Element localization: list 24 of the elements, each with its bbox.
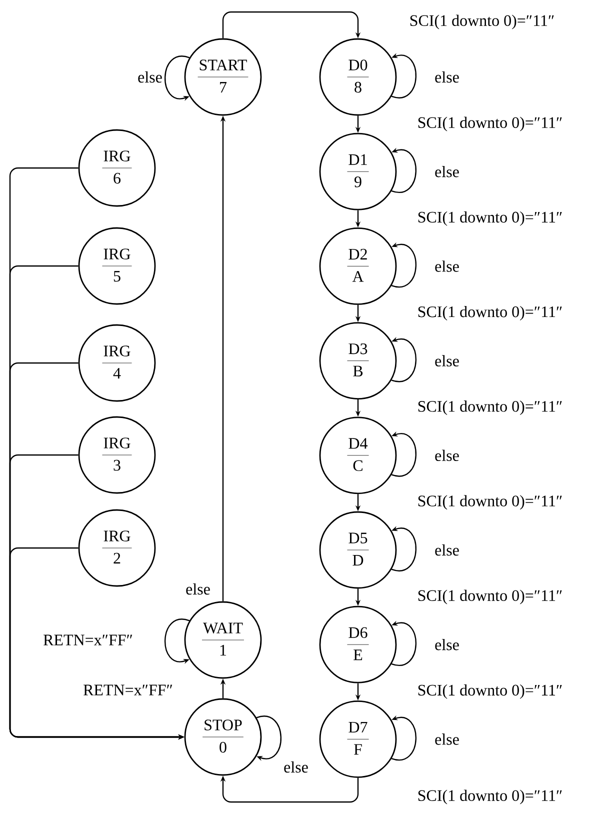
edge-label: SCI(1 downto 0)=″11″: [416, 400, 564, 416]
edge-label: else: [434, 164, 460, 178]
edge-label: SCI(1 downto 0)=″11″: [416, 788, 564, 806]
edge-label: SCI(1 downto 0)=″11″: [416, 494, 564, 511]
edge-label: else: [434, 543, 460, 557]
edge-label: else: [434, 354, 460, 368]
edge-label: else: [434, 638, 460, 652]
edge-label: else: [282, 760, 310, 774]
arrow: [222, 11, 361, 38]
arrow: [256, 716, 282, 761]
edge-label: else: [136, 70, 164, 84]
edge-label: else: [434, 260, 460, 273]
edge-label: else: [434, 448, 460, 462]
edge-label: else: [434, 732, 460, 746]
edge-label: SCI(1 downto 0)=″11″: [408, 14, 556, 30]
edge-label: else: [184, 582, 212, 596]
edge-label: SCI(1 downto 0)=″11″: [416, 304, 564, 322]
edge-label: RETN=x″FF″: [42, 634, 134, 646]
edge-label: SCI(1 downto 0)=″11″: [416, 683, 564, 700]
edge-label: SCI(1 downto 0)=″11″: [416, 116, 564, 132]
edge-label: SCI(1 downto 0)=″11″: [416, 588, 564, 606]
edge-label: SCI(1 downto 0)=″11″: [416, 210, 564, 227]
edge-label: RETN=x″FF″: [82, 684, 174, 696]
edge-label: else: [434, 70, 460, 84]
